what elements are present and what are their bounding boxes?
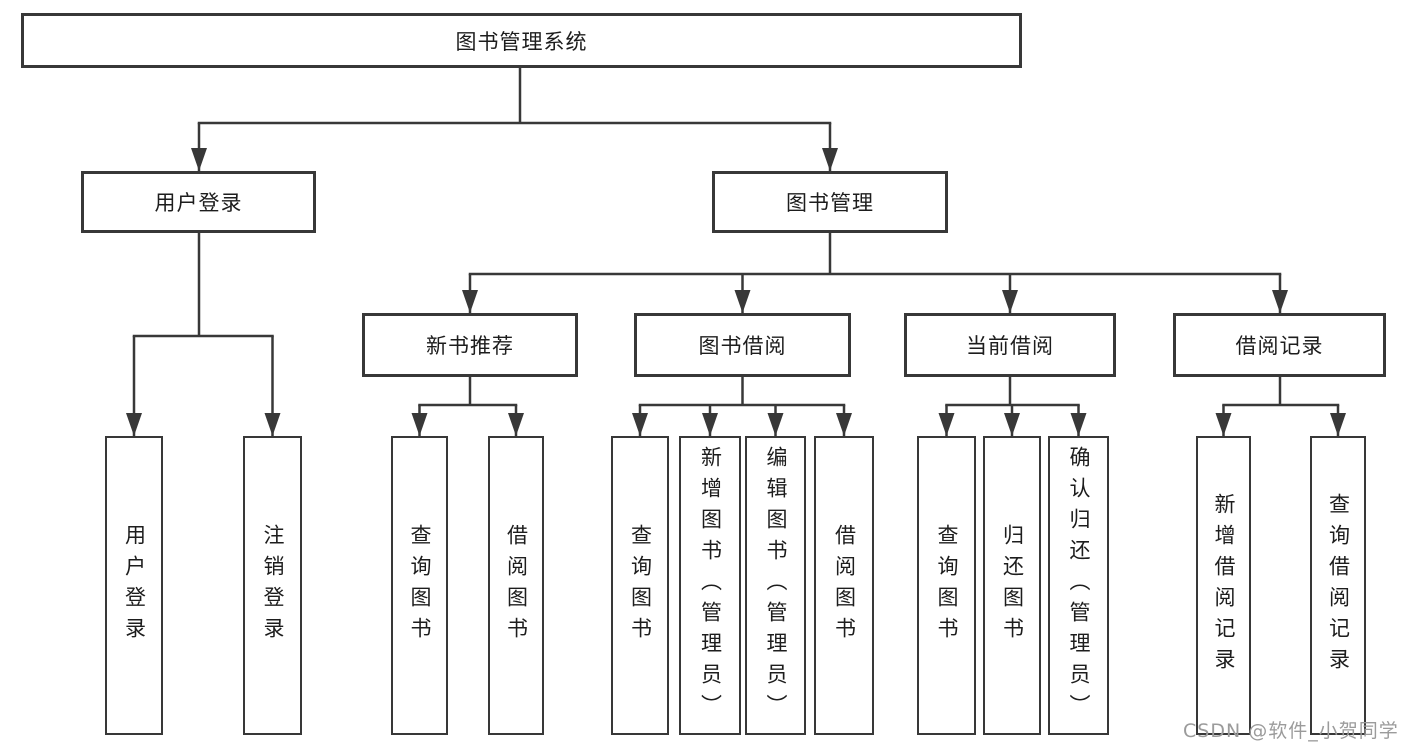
leaf-user-login: 用户登录 [105,436,163,735]
leaf-add-borrow-record: 新增借阅记录 [1196,436,1251,735]
leaf-label: 编辑图书（管理员） [764,446,788,725]
csdn-watermark: CSDN @软件_小贺同学 [1183,720,1399,742]
leaf-label: 归还图书 [1000,523,1025,648]
node-book-borrowing: 图书借阅 [634,313,851,377]
node-book-management: 图书管理 [712,171,948,233]
node-user-login: 用户登录 [81,171,316,233]
leaf-return-books: 归还图书 [983,436,1041,735]
leaf-query-borrow-record: 查询借阅记录 [1310,436,1366,735]
leaf-logout: 注销登录 [243,436,302,735]
leaf-label: 用户登录 [122,523,147,648]
leaf-confirm-return-admin: 确认归还（管理员） [1048,436,1109,735]
leaf-label: 注销登录 [261,523,285,648]
leaf-borrow-books-2: 借阅图书 [814,436,874,735]
leaf-add-books-admin: 新增图书（管理员） [679,436,741,735]
leaf-label: 查询图书 [628,523,653,648]
leaf-label: 查询借阅记录 [1326,492,1351,679]
leaf-label: 新增图书（管理员） [698,446,723,725]
leaf-label: 查询图书 [408,523,432,648]
leaf-query-books-3: 查询图书 [917,436,976,735]
leaf-label: 新增借阅记录 [1212,492,1236,679]
leaf-label: 查询图书 [935,523,959,648]
leaf-edit-books-admin: 编辑图书（管理员） [745,436,806,735]
node-new-book-recommendation: 新书推荐 [362,313,578,377]
leaf-label: 借阅图书 [832,523,857,648]
leaf-label: 确认归还（管理员） [1067,446,1091,725]
leaf-query-books-1: 查询图书 [391,436,448,735]
leaf-label: 借阅图书 [504,523,529,648]
node-library-management-system: 图书管理系统 [21,13,1022,68]
leaf-query-books-2: 查询图书 [611,436,669,735]
leaf-borrow-books-1: 借阅图书 [488,436,544,735]
node-current-borrowing: 当前借阅 [904,313,1116,377]
node-borrowing-records: 借阅记录 [1173,313,1386,377]
